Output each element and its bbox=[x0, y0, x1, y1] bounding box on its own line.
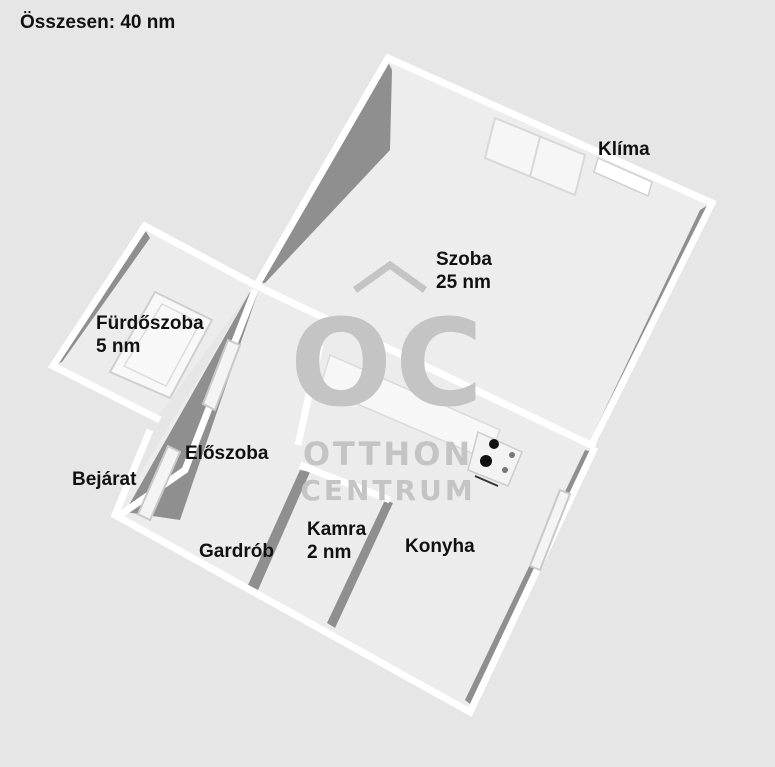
szoba-window bbox=[483, 116, 587, 197]
watermark-logo: OC OTTHON CENTRUM bbox=[290, 260, 486, 507]
kamra-wall bbox=[327, 500, 393, 628]
room-name: Konyha bbox=[405, 536, 475, 557]
szoba-outline bbox=[254, 53, 717, 450]
room-label-konyha: Konyha bbox=[405, 535, 475, 558]
room-label-gardrob: Gardrób bbox=[199, 540, 274, 563]
bathtub bbox=[108, 290, 214, 400]
room-name: Fürdőszoba bbox=[96, 313, 204, 334]
wall-tops bbox=[47, 53, 717, 717]
furdo-door bbox=[201, 338, 242, 412]
middle-wall bbox=[253, 281, 597, 451]
klima-unit bbox=[593, 156, 653, 198]
room-name: Előszoba bbox=[185, 443, 269, 464]
kitchen-divider bbox=[294, 344, 324, 446]
watermark-line2: CENTRUM bbox=[300, 474, 475, 507]
doors bbox=[136, 338, 572, 572]
room-label-bejarat: Bejárat bbox=[72, 468, 136, 491]
bejarat-door bbox=[136, 444, 182, 522]
kitchen-counter bbox=[319, 353, 523, 487]
room-name: Klíma bbox=[598, 139, 650, 160]
room-label-szoba: Szoba 25 nm bbox=[436, 248, 492, 294]
gardrob-divider bbox=[298, 461, 392, 504]
watermark-roof-icon bbox=[352, 260, 428, 293]
room-area: 2 nm bbox=[307, 542, 352, 563]
room-label-eloszoba: Előszoba bbox=[185, 442, 268, 465]
room-area: 5 nm bbox=[96, 336, 141, 357]
room-label-klima: Klíma bbox=[598, 138, 650, 161]
watermark-monogram: OC bbox=[290, 295, 486, 434]
room-name: Bejárat bbox=[72, 469, 137, 490]
kitchen-side-door bbox=[528, 488, 572, 572]
room-name: Kamra bbox=[307, 519, 367, 540]
room-name: Szoba bbox=[436, 249, 492, 270]
watermark-line1: OTTHON bbox=[303, 435, 473, 473]
gardrob-wall bbox=[248, 470, 310, 590]
room-label-furdoszoba: Fürdőszoba 5 nm bbox=[96, 312, 204, 358]
lower-outline bbox=[110, 428, 599, 717]
total-area: Összesen: 40 nm bbox=[20, 12, 176, 33]
room-label-kamra: Kamra 2 nm bbox=[307, 518, 366, 564]
stove bbox=[467, 430, 523, 487]
room-area: 25 nm bbox=[436, 272, 491, 293]
furdo-outline bbox=[47, 221, 257, 424]
room-name: Gardrób bbox=[199, 541, 274, 562]
